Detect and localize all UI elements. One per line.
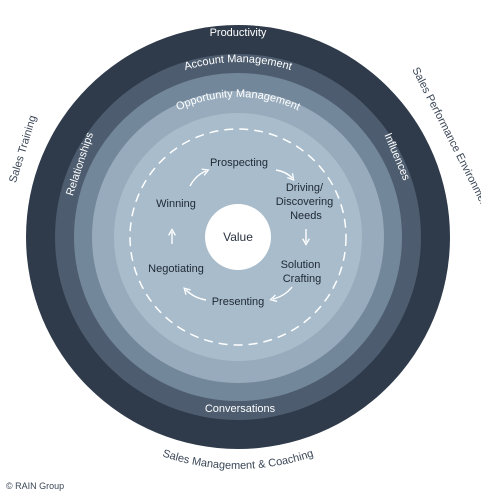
step-driving-line-2: Discovering — [276, 196, 333, 208]
dashed-cycle — [129, 128, 347, 346]
step-driving-line-1: Driving/ — [286, 182, 324, 194]
arrow-prospecting-to-driving — [275, 169, 295, 181]
step-driving-line-3: Needs — [290, 210, 322, 222]
step-presenting: Presenting — [212, 296, 265, 308]
outer-label-sales-training: Sales Training — [7, 114, 39, 184]
center-label: Value — [223, 230, 253, 244]
center-circle — [205, 204, 271, 270]
step-solution-line-1: Solution — [281, 259, 321, 271]
step-solution-crafting: Solution Crafting — [281, 259, 324, 285]
step-negotiating: Negotiating — [148, 263, 204, 275]
outer-label-sales-management-coaching: Sales Management & Coaching — [161, 448, 315, 472]
ring-label-productivity: Productivity — [210, 27, 267, 39]
arrow-presenting-to-negotiating — [183, 287, 207, 301]
ring-label-conversations: Conversations — [205, 403, 276, 415]
step-winning: Winning — [156, 198, 196, 210]
arrow-winning-to-prospecting — [189, 168, 210, 187]
step-driving-discovering-needs: Driving/ Discovering Needs — [276, 182, 337, 222]
copyright-notice: © RAIN Group — [6, 481, 65, 491]
outer-label-sales-management-coaching-path: Sales Management & Coaching — [161, 448, 315, 472]
arrow-solution-to-presenting — [269, 286, 293, 303]
step-solution-line-2: Crafting — [283, 273, 322, 285]
step-prospecting: Prospecting — [210, 157, 268, 169]
